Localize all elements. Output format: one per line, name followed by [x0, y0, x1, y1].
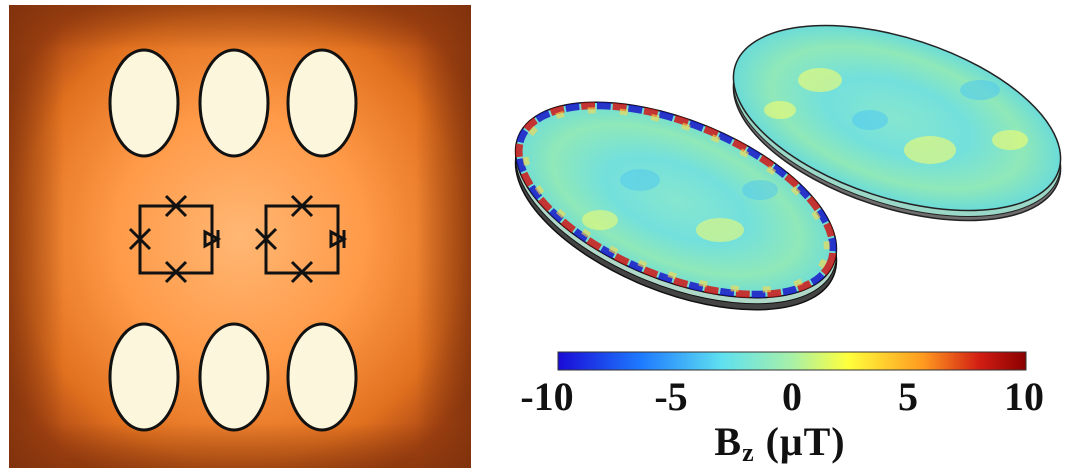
square-loop-right	[254, 194, 348, 284]
colorbar-tick-label: 0	[782, 374, 802, 419]
colorbar-tick-label: -10	[520, 374, 573, 419]
cross-icon	[290, 260, 314, 284]
coil-ellipse	[286, 48, 358, 158]
coil-cross-section-diagram	[9, 5, 471, 468]
field-map-panel: -10 -5 0 5 10	[508, 24, 1062, 419]
bottom-coils	[108, 322, 358, 432]
colorbar: -10 -5 0 5 10	[520, 351, 1044, 419]
cross-icon	[128, 227, 152, 251]
cross-icon	[164, 260, 188, 284]
disk-lower	[508, 95, 844, 311]
disk-upper	[732, 24, 1062, 222]
colorbar-gradient	[557, 351, 1027, 371]
colorbar-tick-label: 10	[1004, 374, 1044, 419]
coil-ellipse	[108, 322, 180, 432]
cross-icon	[290, 194, 314, 218]
square-loop-left	[128, 194, 222, 284]
triangle-icon	[329, 229, 348, 249]
coil-ellipse	[108, 48, 180, 158]
triangle-icon	[203, 229, 222, 249]
colorbar-tick-label: 5	[898, 374, 918, 419]
colorbar-axis-label: Bz (μT)	[714, 419, 846, 467]
coil-ellipse	[286, 322, 358, 432]
top-coils	[108, 48, 358, 158]
coil-ellipse	[198, 322, 270, 432]
cross-icon	[254, 227, 278, 251]
cross-icon	[164, 194, 188, 218]
colorbar-tick-label: -5	[654, 374, 687, 419]
coil-ellipse	[198, 48, 270, 158]
